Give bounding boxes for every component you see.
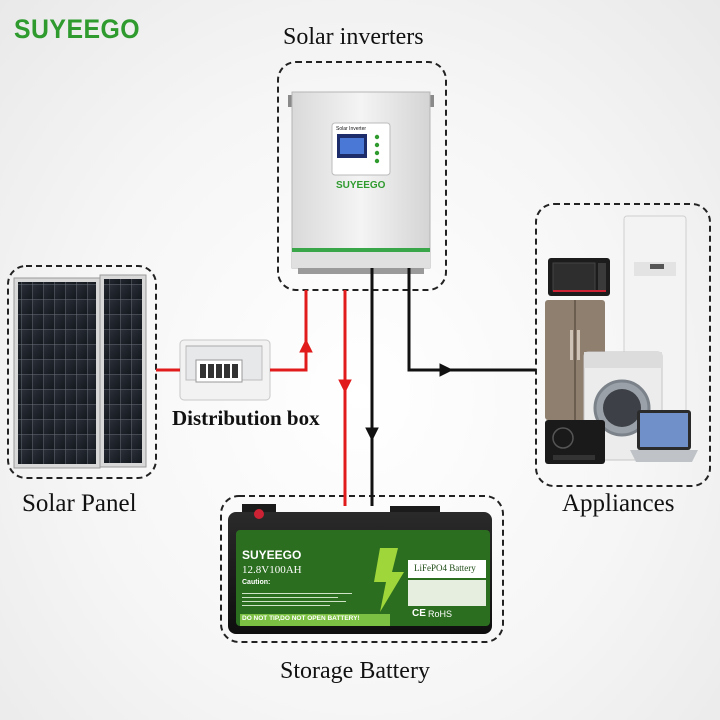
appliance-microwave [548,258,610,296]
inverter-brand-text: SUYEEGO [336,180,386,191]
distribution-box-title: Distribution box [172,406,320,430]
brand-logo: SUYEEGO [14,14,141,44]
battery-model-text: 12.8V100AH [242,564,302,576]
battery-title: Storage Battery [280,658,430,684]
battery-caution-heading: Caution: [242,579,271,586]
battery-brand-text: SUYEEGO [242,548,302,562]
wiring [156,268,536,506]
battery-caution-lines [242,590,362,609]
solar-panel-group-border [7,265,157,479]
solar-panel-title: Solar Panel [22,490,137,517]
appliance-induction-cooker [545,420,605,464]
lightning-bolt-icon [374,548,404,612]
box-to-inverter-positive-wire [270,290,308,372]
battery-type-label-box [408,560,486,578]
battery-cert-rohs: RoHS [428,609,453,619]
battery-type-label: LiFePO4 Battery [414,563,476,573]
battery-group-border [220,495,504,643]
appliances-title: Appliances [562,490,675,517]
inverter-unit [288,91,434,274]
battery-spec-table [408,580,486,606]
inverter-to-appliances-wire [407,268,536,372]
battery-cert-ce: CE [412,608,426,619]
inverter-screen-title: Solar Inverter [336,126,367,132]
inverter-group-border [277,61,447,291]
solar-panel-array [13,274,147,469]
distribution-box-unit [179,339,271,401]
inverter-title: Solar inverters [283,24,424,50]
battery-warning-banner: DO NOT TIP,DO NOT OPEN BATTERY! [242,615,360,622]
appliance-laptop [630,410,698,462]
battery-unit [228,504,492,634]
